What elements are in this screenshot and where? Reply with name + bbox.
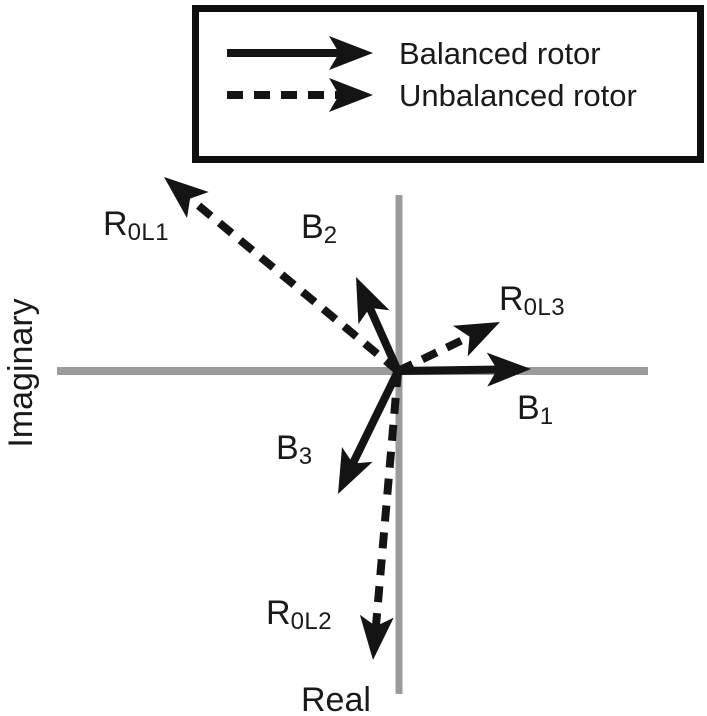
- vector-label-subscript: 0L1: [127, 219, 170, 246]
- vector-b3-arrowhead: [338, 447, 373, 494]
- vector-label-b2: B2: [301, 210, 338, 248]
- vector-label-r0l2: R0L2: [266, 596, 332, 634]
- vector-label-b1: B1: [517, 391, 554, 429]
- arrowhead-sample: [329, 78, 373, 112]
- vector-r0l3-shaft: [396, 332, 474, 375]
- vector-label-subscript: 2: [323, 222, 338, 249]
- unbalanced-arrow-icon: [227, 78, 373, 112]
- vector-b3-shaft: [348, 369, 402, 468]
- legend-item-unbalanced: Unbalanced rotor: [227, 74, 697, 116]
- vector-label-base: B: [276, 429, 299, 467]
- arrowhead-sample: [329, 36, 373, 70]
- vector-label-subscript: 3: [298, 443, 313, 470]
- y-axis-label: Imaginary: [2, 298, 40, 448]
- vector-label-subscript: 0L2: [290, 608, 333, 635]
- vector-r0l3-arrowhead: [452, 322, 500, 357]
- balanced-arrow-icon: [227, 36, 373, 70]
- vector-r0l2-arrowhead: [359, 614, 394, 660]
- vector-b1-arrowhead: [486, 352, 531, 387]
- vector-b1-shaft: [397, 365, 500, 375]
- vector-label-subscript: 0L3: [523, 294, 566, 321]
- vector-label-subscript: 1: [539, 403, 554, 430]
- vector-label-r0l1: R0L1: [103, 207, 169, 245]
- legend-label-unbalanced: Unbalanced rotor: [399, 77, 637, 113]
- vector-b2-arrowhead: [356, 277, 390, 325]
- vector-label-base: R: [103, 205, 128, 243]
- vector-label-base: B: [301, 208, 324, 246]
- legend-item-balanced: Balanced rotor: [227, 32, 697, 74]
- vector-b2-shaft: [365, 304, 402, 373]
- vector-r0l1-shaft: [185, 194, 401, 375]
- vector-r0l1-arrowhead: [164, 177, 209, 219]
- vector-label-b3: B3: [276, 431, 313, 469]
- vector-label-base: B: [517, 389, 540, 427]
- vector-label-r0l3: R0L3: [499, 282, 565, 320]
- vector-label-base: R: [499, 280, 524, 318]
- legend-box: Balanced rotor Unbalanced rotor: [192, 5, 704, 163]
- vector-label-base: R: [266, 594, 291, 632]
- x-axis-label: Real: [301, 681, 371, 716]
- legend-label-balanced: Balanced rotor: [399, 35, 601, 71]
